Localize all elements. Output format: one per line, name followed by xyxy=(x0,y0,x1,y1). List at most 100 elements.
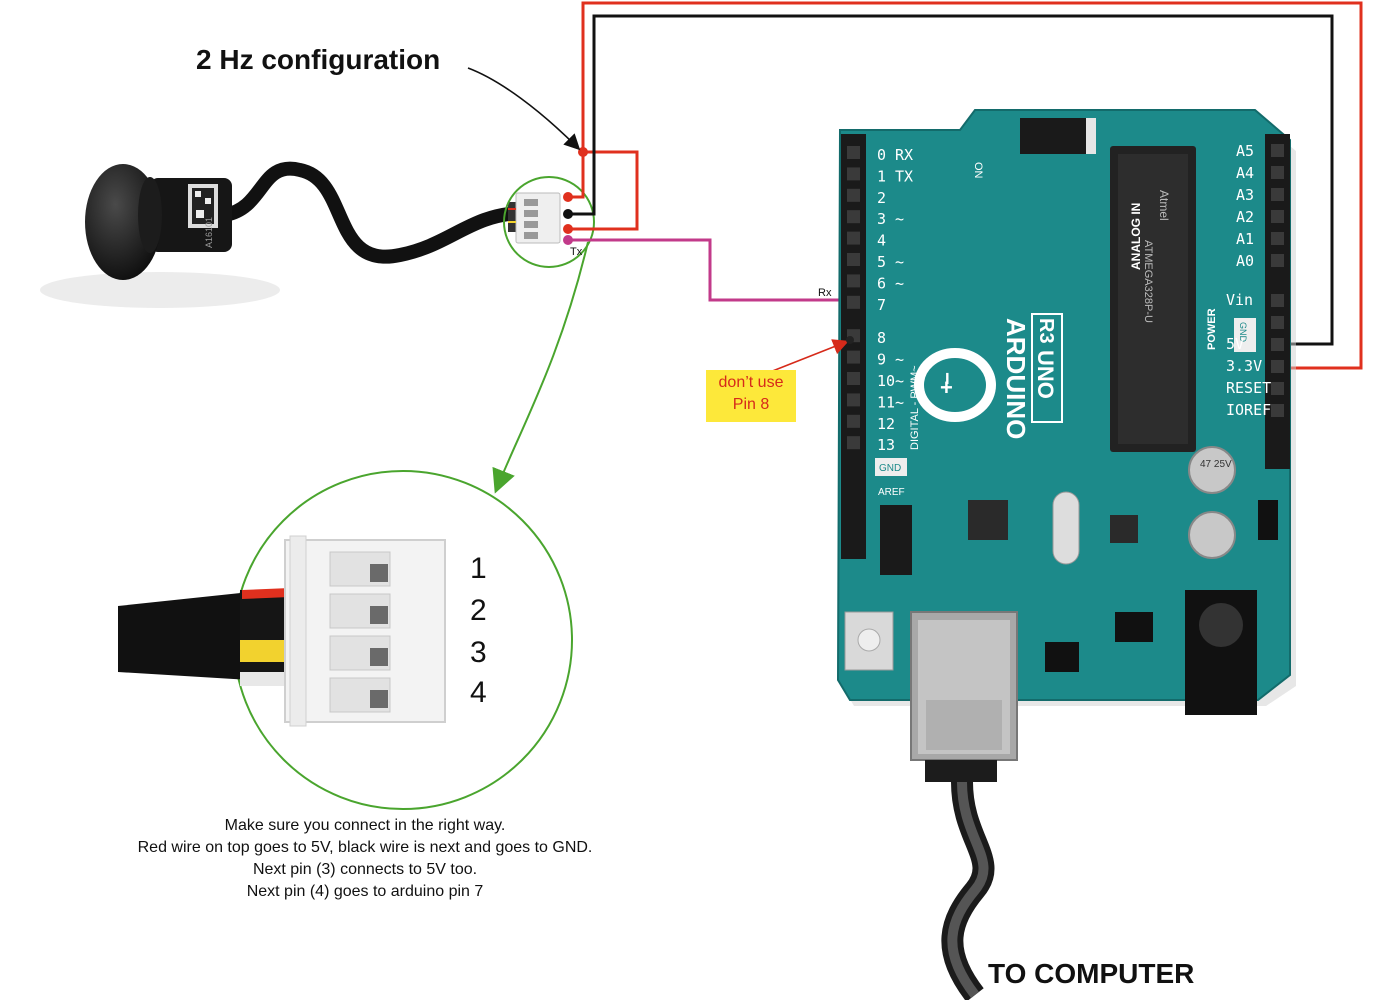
power-pin-hole xyxy=(1271,294,1284,307)
wire-black-gnd xyxy=(568,14,1334,346)
diagram-title: 2 Hz configuration xyxy=(196,44,441,75)
digital-pin-hole xyxy=(847,393,860,407)
svg-text:+: + xyxy=(940,375,953,400)
sensor-label: A16101 xyxy=(204,217,214,248)
wire-dot-black xyxy=(563,209,573,219)
digital-pin-label: 5 xyxy=(877,253,886,271)
digital-pin-mark: ~ xyxy=(895,210,904,228)
pin8-dot xyxy=(846,336,854,344)
power-pin-hole xyxy=(1271,338,1284,351)
cap-text: 47 25V xyxy=(1200,459,1232,470)
wire-dot-red-3 xyxy=(563,224,573,234)
warning-note: don’t use Pin 8 xyxy=(706,370,796,422)
digital-pin-label: 9 xyxy=(877,351,886,369)
wire-red-5v xyxy=(568,1,1363,370)
analog-pin-label: A2 xyxy=(1236,208,1254,226)
rx-label: Rx xyxy=(818,287,832,299)
jst-connector-icon xyxy=(118,535,446,727)
connector-pin-2: 2 xyxy=(470,594,487,627)
digital-pin-label: 0 xyxy=(877,146,886,164)
power-pin-label: 3.3V xyxy=(1226,357,1262,375)
digital-pin-hole xyxy=(847,274,860,288)
digital-pin-label: 11 xyxy=(877,393,895,411)
power-pin-label: IOREF xyxy=(1226,401,1271,419)
to-computer-label: TO COMPUTER xyxy=(988,958,1195,989)
warning-line-2: Pin 8 xyxy=(732,396,770,413)
power-pin-hole xyxy=(1271,404,1284,417)
on-label: ON xyxy=(972,162,984,179)
digital-pin-hole xyxy=(847,253,860,266)
digital-pin-label: 1 xyxy=(877,167,886,185)
digital-pin-hole xyxy=(847,350,860,364)
digital-header: DIGITAL - PWM~ xyxy=(909,365,921,450)
callout-circle-small xyxy=(503,176,595,268)
callout-arrow xyxy=(492,241,589,494)
chip-brand: Atmel xyxy=(1157,190,1171,221)
digital-pin-mark: ~ xyxy=(895,393,904,411)
digital-pin-mark: ~ xyxy=(895,253,904,271)
connector-pin-1: 1 xyxy=(470,552,487,585)
connector-pin-numbers: 1 2 3 4 xyxy=(470,552,487,709)
warning-line-1: don’t use xyxy=(718,374,784,391)
power-pin-hole xyxy=(1271,360,1284,373)
analog-pin-label: A4 xyxy=(1236,164,1254,182)
instruction-line-2: Red wire on top goes to 5V, black wire i… xyxy=(137,839,593,856)
digital-pin-mark: ~ xyxy=(895,351,904,369)
board-rev: R3 xyxy=(1035,318,1057,344)
digital-pin-mark: RX xyxy=(895,146,913,164)
power-pin-label: RESET xyxy=(1226,379,1271,397)
svg-text:GND: GND xyxy=(1238,322,1248,343)
digital-pin-hole xyxy=(847,436,860,450)
wire-magenta-pin7 xyxy=(568,238,850,302)
analog-pin-hole xyxy=(1271,254,1284,267)
gnd-top-label: GND xyxy=(879,463,901,474)
connector-pin-3: 3 xyxy=(470,636,487,669)
digital-pin-label: 6 xyxy=(877,274,886,292)
analog-pin-hole xyxy=(1271,232,1284,245)
instruction-line-1: Make sure you connect in the right way. xyxy=(224,817,506,834)
jst-connector-small xyxy=(508,192,561,244)
ultrasonic-sensor-icon: A16101 xyxy=(40,161,527,308)
analog-header: ANALOG IN xyxy=(1129,203,1143,270)
digital-pin-label: 13 xyxy=(877,436,895,454)
digital-pin-label: 12 xyxy=(877,415,895,433)
analog-pin-hole xyxy=(1271,144,1284,157)
arduino-board: Atmel ATMEGA328P-U − + ARDUINO UNO R3 ON… xyxy=(836,109,1296,761)
analog-pin-hole xyxy=(1271,188,1284,201)
power-pin-label: Vin xyxy=(1226,291,1253,309)
power-header: POWER xyxy=(1206,308,1218,350)
chip-text: ATMEGA328P-U xyxy=(1142,240,1154,323)
digital-pin-hole xyxy=(847,372,860,385)
digital-pin-label: 7 xyxy=(877,296,886,314)
analog-pin-label: A0 xyxy=(1236,252,1254,270)
digital-pin-hole xyxy=(847,210,860,224)
tx-label: Tx xyxy=(570,246,583,258)
wire-dot-magenta xyxy=(563,235,573,245)
instruction-line-4: Next pin (4) goes to arduino pin 7 xyxy=(246,883,484,900)
analog-pin-hole xyxy=(1271,166,1284,179)
power-pin-hole xyxy=(1271,316,1284,329)
board-brand: ARDUINO xyxy=(1001,318,1031,439)
digital-pin-hole xyxy=(847,414,860,428)
wire-dot-junction xyxy=(578,147,588,157)
usb-cable-icon xyxy=(925,760,997,1000)
instruction-line-3: Next pin (3) connects to 5V too. xyxy=(252,861,478,878)
warning-arrow xyxy=(769,339,849,373)
digital-pin-label: 8 xyxy=(877,329,886,347)
aref-label: AREF xyxy=(878,487,905,498)
power-pin-hole xyxy=(1271,382,1284,395)
digital-pin-mark: TX xyxy=(895,167,913,185)
digital-pin-mark: ~ xyxy=(895,274,904,292)
analog-pin-label: A3 xyxy=(1236,186,1254,204)
digital-pin-hole xyxy=(847,146,860,159)
board-model: UNO xyxy=(1033,350,1058,399)
digital-pin-mark: ~ xyxy=(895,372,904,390)
digital-pin-hole xyxy=(847,231,860,245)
analog-pin-label: A1 xyxy=(1236,230,1254,248)
digital-pin-label: 3 xyxy=(877,210,886,228)
digital-pin-label: 2 xyxy=(877,189,886,207)
